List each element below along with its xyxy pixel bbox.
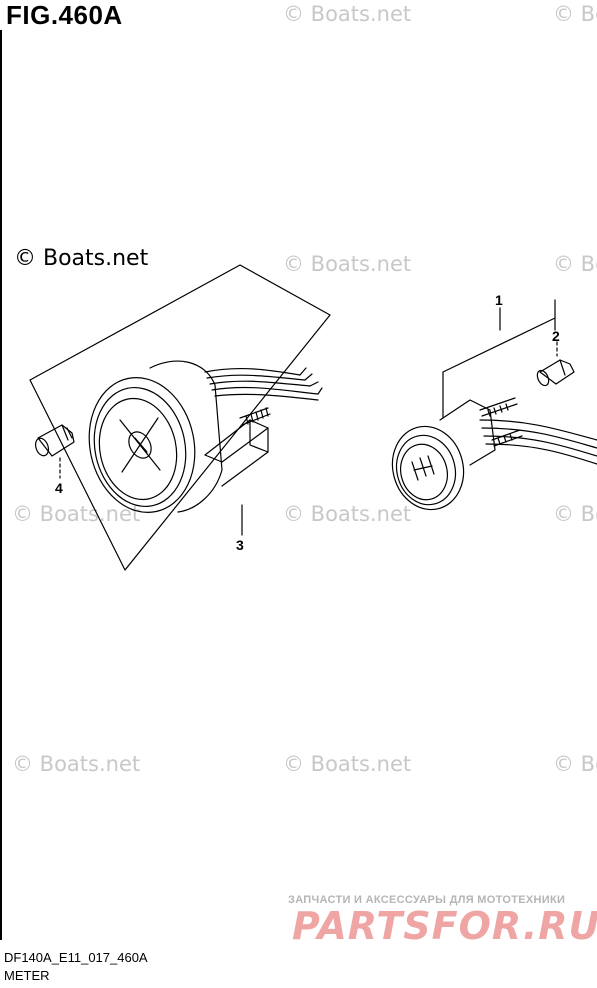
watermark: © Bo [553,252,597,276]
watermark: © Bo [553,752,597,776]
assembly-frame-3 [29,264,331,571]
watermark: © Boats.net [12,502,141,526]
callout-4: 4 [55,480,63,496]
watermark: © Boats.net [283,502,412,526]
watermark: © Boats.net [283,752,412,776]
assembly-frame-1 [442,299,556,419]
copyright-label: © Boats.net [14,246,149,271]
large-meter-wires [204,367,323,401]
watermark: © Boats.net [283,2,412,26]
large-meter-stud [239,407,271,426]
figure-name: METER [4,968,50,983]
callout-2: 2 [552,328,560,344]
page-left-border [0,30,2,940]
figure-code: DF140A_E11_017_460A [4,950,148,965]
small-meter-wires [479,419,597,465]
figure-title: FIG.460A [6,0,123,30]
bulb-2 [536,341,575,387]
small-meter-body [391,399,496,511]
partsfor-logo: PARTSFOR.RU [292,904,597,948]
partsfor-tagline: ЗАПЧАСТИ И АКСЕССУАРЫ ДЛЯ МОТОТЕХНИКИ [288,894,566,906]
watermark: © Boats.net [283,252,412,276]
bulb-4 [34,424,75,479]
callout-3: 3 [236,537,244,553]
watermark: © Boats.net [12,752,141,776]
large-meter-bracket [204,419,269,487]
callout-1: 1 [495,292,503,308]
large-meter-body [88,360,223,513]
watermark: © Bo [553,2,597,26]
watermark: © Bo [553,502,597,526]
